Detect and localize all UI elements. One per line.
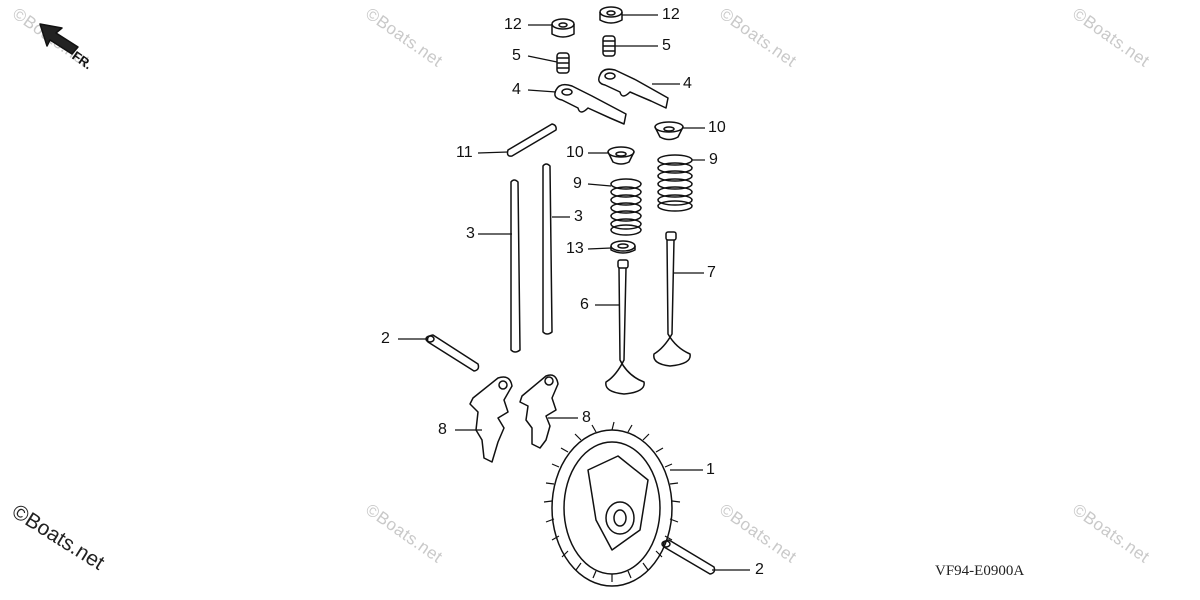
part-10-retainer-left bbox=[607, 146, 635, 165]
callout-1: 1 bbox=[706, 461, 715, 478]
callout-3: 3 bbox=[574, 208, 583, 225]
part-10-retainer-right bbox=[654, 121, 684, 141]
part-8-follower-right bbox=[519, 374, 559, 449]
callout-11: 11 bbox=[456, 144, 473, 161]
part-3-pushrod-left bbox=[510, 179, 521, 353]
diagram-code: VF94-E0900A bbox=[935, 563, 1025, 579]
part-12-nut-left bbox=[551, 18, 575, 38]
part-4-rocker-arm-left bbox=[554, 83, 627, 125]
callout-5: 5 bbox=[512, 47, 521, 64]
part-13-collar bbox=[610, 240, 636, 254]
part-5-screw-right bbox=[602, 35, 616, 57]
part-2-shaft-upper bbox=[425, 334, 480, 372]
part-9-spring-left bbox=[610, 178, 642, 236]
part-4-rocker-arm-right bbox=[598, 68, 669, 109]
callout-4: 4 bbox=[512, 81, 521, 98]
callout-8: 8 bbox=[438, 421, 447, 438]
callout-10: 10 bbox=[708, 119, 726, 136]
part-6-valve-left bbox=[605, 259, 645, 395]
part-7-valve-right bbox=[653, 231, 691, 367]
callout-13: 13 bbox=[566, 240, 584, 257]
part-8-follower-left bbox=[469, 376, 513, 463]
part-11-pin bbox=[506, 123, 557, 157]
callout-12: 12 bbox=[504, 16, 522, 33]
part-5-screw-left bbox=[556, 52, 570, 74]
callout-3: 3 bbox=[466, 225, 475, 242]
part-9-spring-right bbox=[657, 154, 693, 212]
callout-12: 12 bbox=[662, 6, 680, 23]
callout-7: 7 bbox=[707, 264, 716, 281]
callout-2: 2 bbox=[755, 561, 764, 578]
callout-2: 2 bbox=[381, 330, 390, 347]
callout-8: 8 bbox=[582, 409, 591, 426]
part-2-shaft-lower bbox=[661, 539, 716, 575]
part-3-pushrod-right bbox=[542, 163, 553, 335]
part-12-nut-right bbox=[599, 6, 623, 24]
front-arrow-icon bbox=[39, 23, 79, 55]
callout-9: 9 bbox=[573, 175, 582, 192]
callout-5: 5 bbox=[662, 37, 671, 54]
callout-4: 4 bbox=[683, 75, 692, 92]
callout-9: 9 bbox=[709, 151, 718, 168]
part-1-camshaft-gear bbox=[543, 421, 681, 587]
callout-6: 6 bbox=[580, 296, 589, 313]
callout-10: 10 bbox=[566, 144, 584, 161]
